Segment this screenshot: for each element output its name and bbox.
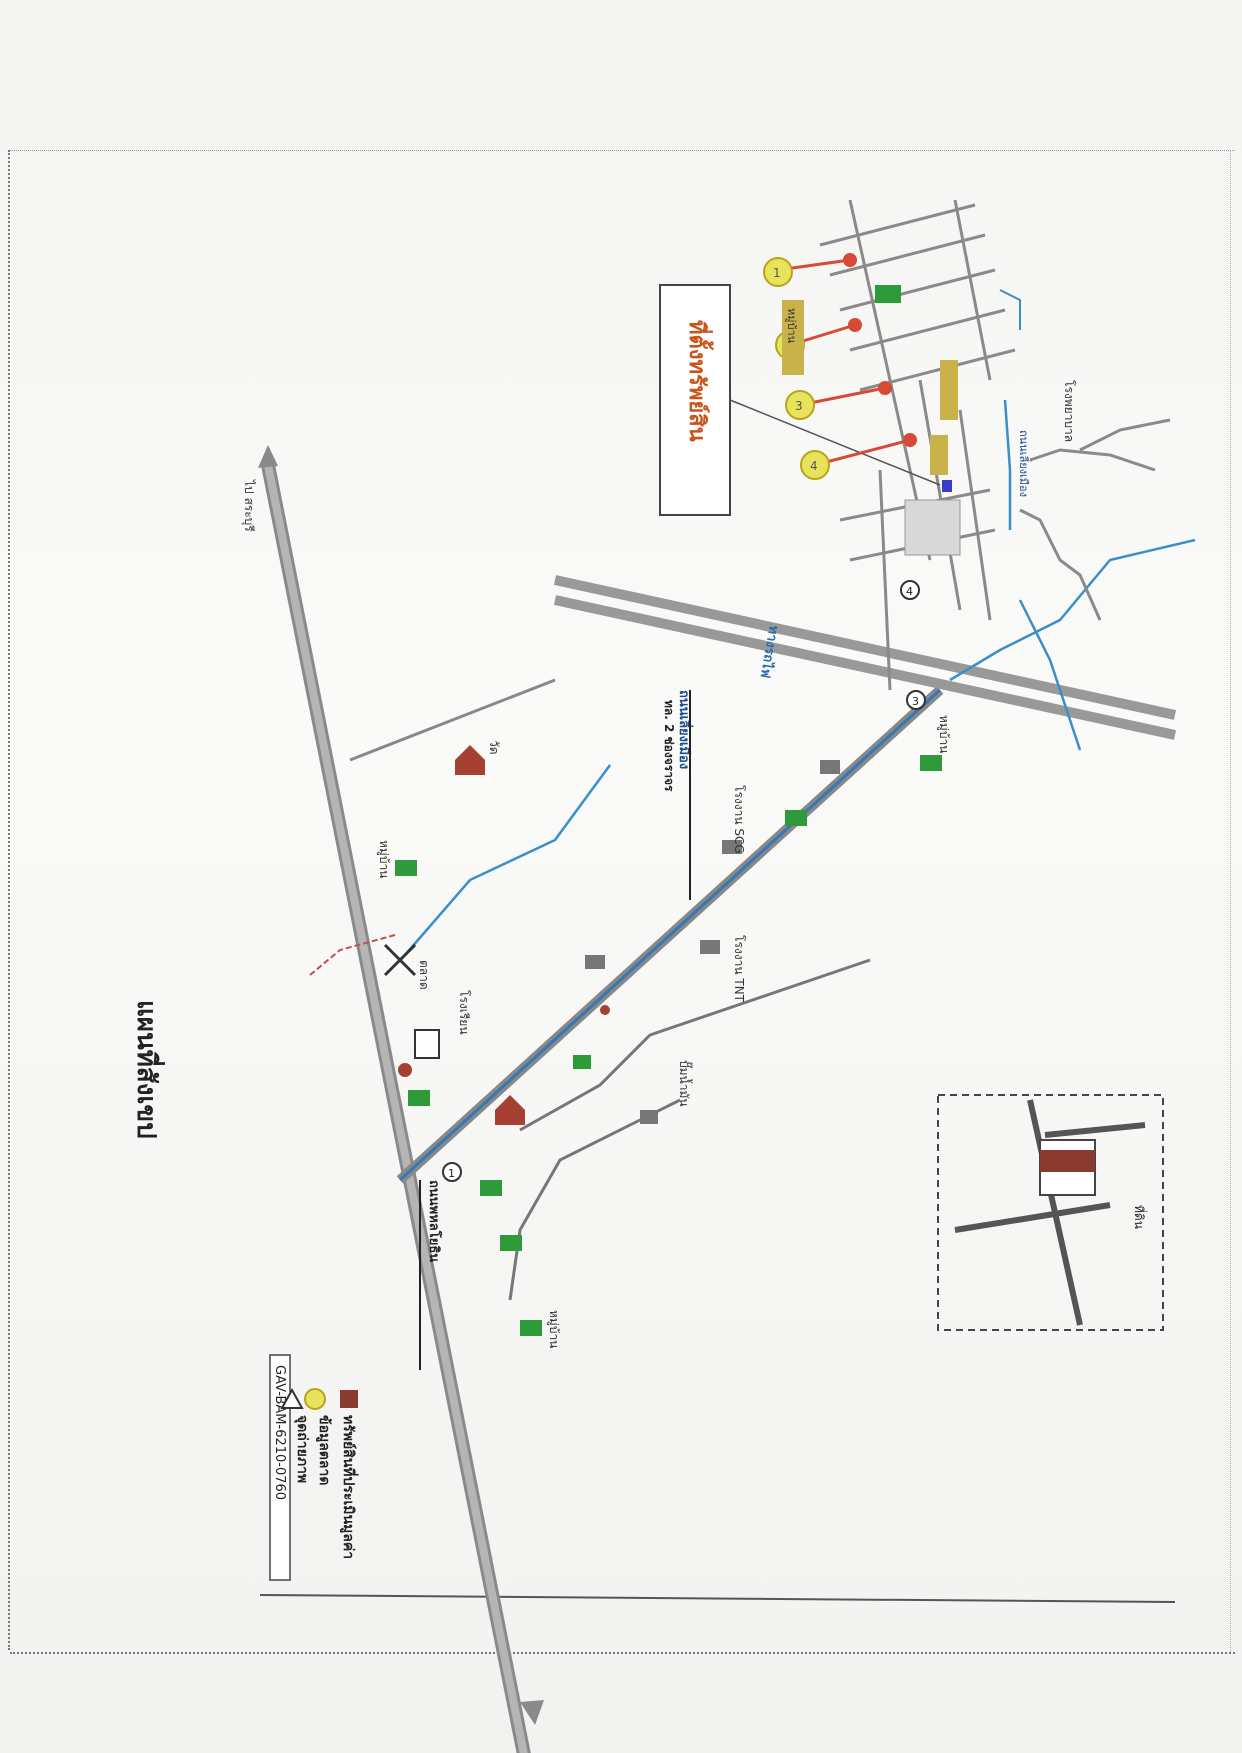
right-border xyxy=(1230,150,1231,1652)
town-label-bg-2 xyxy=(940,360,958,420)
route-circle-1 xyxy=(442,1162,462,1182)
place-temple-1: วัด xyxy=(487,740,501,755)
town-label-bg-3 xyxy=(930,435,948,475)
route-circle-3 xyxy=(906,690,926,710)
secondary-road-code: ทล. 2 ช่องจราจร xyxy=(662,700,676,792)
place-village-1: หมู่บ้าน xyxy=(376,840,391,878)
highway-arrow-bottom xyxy=(520,1700,544,1725)
inset-roads xyxy=(954,1099,1146,1326)
main-highway-center xyxy=(264,464,528,1753)
inset-label: ที่ดิน xyxy=(1132,1205,1148,1229)
place-village-2: หมู่บ้าน xyxy=(936,715,951,753)
report-code-box xyxy=(269,1354,291,1581)
top-border xyxy=(10,150,1235,151)
place-gas-station: ปั๊มน้ำมัน xyxy=(677,1060,693,1107)
canal-4 xyxy=(949,538,1196,682)
left-border xyxy=(8,150,10,1650)
page-frame-line xyxy=(259,1594,1176,1603)
place-scg-factory: โรงงาน SCG xyxy=(732,785,746,854)
place-school: โรงเรียน xyxy=(457,990,471,1035)
junction-x xyxy=(383,943,417,977)
side-road-lower-2 xyxy=(508,1098,681,1301)
place-village-3: หมู่บ้าน xyxy=(546,1310,561,1348)
canal-3 xyxy=(1018,599,1082,751)
market-number-4: 4 xyxy=(810,459,818,473)
legend-property-label: ทรัพย์สินที่ประเมินมูลค่า xyxy=(340,1415,359,1559)
market-number-3: 3 xyxy=(795,399,803,413)
side-road-upper xyxy=(349,678,556,762)
side-road-red xyxy=(309,934,396,976)
side-road-lower-1 xyxy=(519,958,871,1132)
property-marker-main xyxy=(942,480,952,492)
site-label: ที่ตั้งทรัพย์สิน xyxy=(684,320,714,442)
market-number-1: 1 xyxy=(773,266,781,280)
canal-5 xyxy=(999,289,1021,330)
place-tnt-factory: โรงงาน TNT xyxy=(732,935,746,1003)
village-icons xyxy=(395,285,942,1336)
legend-photo-label: จุดถ่ายภาพ xyxy=(294,1415,310,1483)
report-code: GAV-BAM-6210-0760 xyxy=(272,1365,287,1500)
railway-track-b xyxy=(553,595,1177,740)
place-hospital: โรงพยาบาล xyxy=(1062,380,1076,442)
factory-icons xyxy=(585,760,840,1124)
route-circle-4 xyxy=(900,580,920,600)
secondary-road-name-top: ถนนเลี่ยงเมือง xyxy=(1017,430,1032,497)
town-center-block xyxy=(904,499,961,556)
secondary-road-name: ถนนเลี่ยงเมือง xyxy=(676,690,694,769)
site-pointer-line xyxy=(729,399,941,486)
legend-photo-swatch xyxy=(280,1387,304,1409)
legend-market-swatch xyxy=(304,1388,326,1410)
highway-arrow-top xyxy=(258,445,278,468)
map-title: แผนที่สังเขป xyxy=(131,1000,166,1139)
to-direction-label: ไป สระบุรี xyxy=(241,479,256,532)
railway-track-a xyxy=(553,575,1177,720)
route-number-1: 1 xyxy=(448,1167,455,1180)
canal-2 xyxy=(1003,399,1012,530)
legend-market-label: ข้อมูลตลาด xyxy=(316,1415,332,1485)
canal-1 xyxy=(404,764,612,956)
secondary-road-highlight xyxy=(398,688,942,1182)
route-number-3: 3 xyxy=(912,695,919,708)
place-village-top: หมู่บ้าน xyxy=(785,308,798,344)
road-shield xyxy=(414,1029,440,1059)
temple-icons xyxy=(398,745,610,1125)
inset-map-frame xyxy=(937,1094,1164,1331)
main-road-name: ถนนพหลโยธิน xyxy=(426,1180,443,1262)
legend-property-swatch xyxy=(340,1390,358,1408)
place-market: ตลาด xyxy=(417,960,431,990)
town-grid xyxy=(819,199,1171,691)
town-label-bg-1 xyxy=(782,300,804,375)
route-number-4: 4 xyxy=(906,585,913,598)
bottom-border xyxy=(10,1652,1235,1654)
inset-property xyxy=(1040,1150,1095,1172)
